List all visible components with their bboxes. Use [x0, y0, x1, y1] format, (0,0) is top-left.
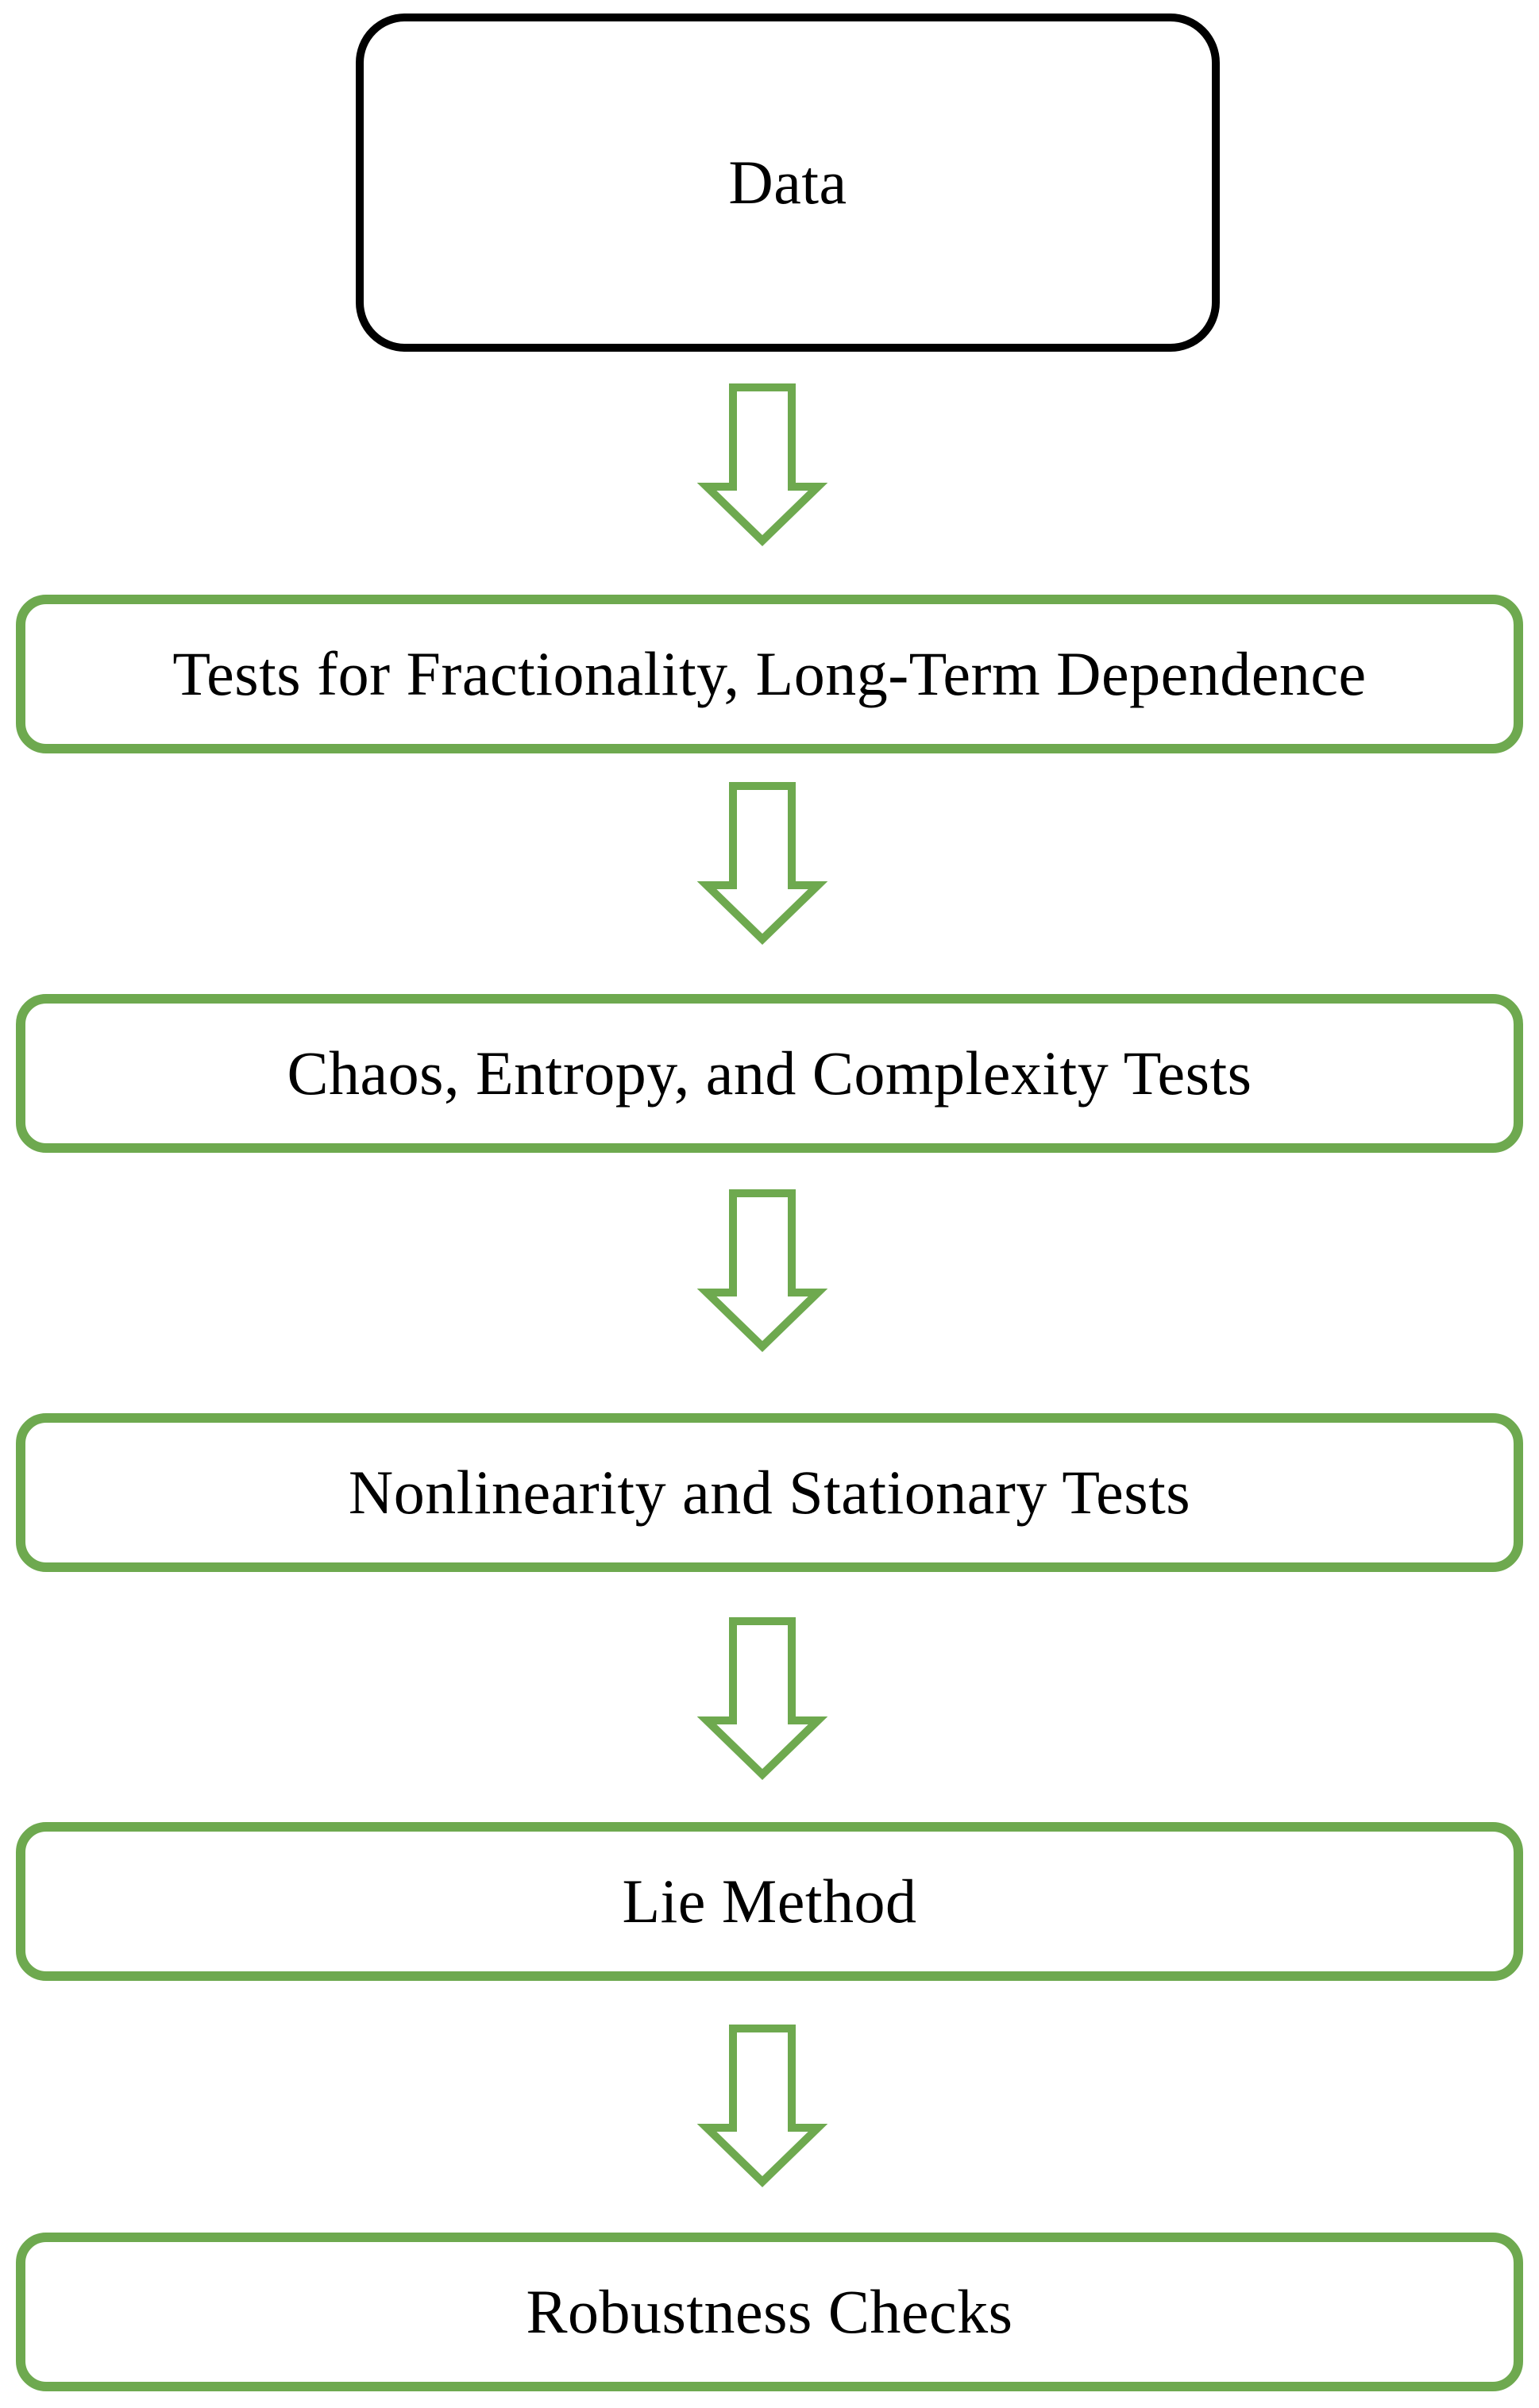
node-robustness-checks-label: Robustness Checks [526, 2277, 1013, 2347]
down-block-arrow-icon [696, 1189, 828, 1352]
down-block-arrow-icon [696, 782, 828, 945]
node-lie-method: Lie Method [16, 1822, 1523, 1981]
node-nonlinearity-tests-label: Nonlinearity and Stationary Tests [348, 1458, 1191, 1528]
node-chaos-entropy-tests: Chaos, Entropy, and Complexity Tests [16, 994, 1523, 1153]
node-fractionality-tests-label: Tests for Fractionality, Long-Term Depen… [172, 639, 1367, 709]
down-block-arrow-icon [696, 1617, 828, 1780]
node-robustness-checks: Robustness Checks [16, 2233, 1523, 2391]
down-block-arrow-icon [696, 2025, 828, 2187]
node-lie-method-label: Lie Method [622, 1867, 917, 1936]
node-chaos-entropy-tests-label: Chaos, Entropy, and Complexity Tests [287, 1038, 1252, 1108]
node-data: Data [356, 13, 1220, 352]
node-fractionality-tests: Tests for Fractionality, Long-Term Depen… [16, 595, 1523, 753]
node-nonlinearity-tests: Nonlinearity and Stationary Tests [16, 1413, 1523, 1572]
down-block-arrow-icon [696, 383, 828, 546]
node-data-label: Data [728, 148, 847, 218]
